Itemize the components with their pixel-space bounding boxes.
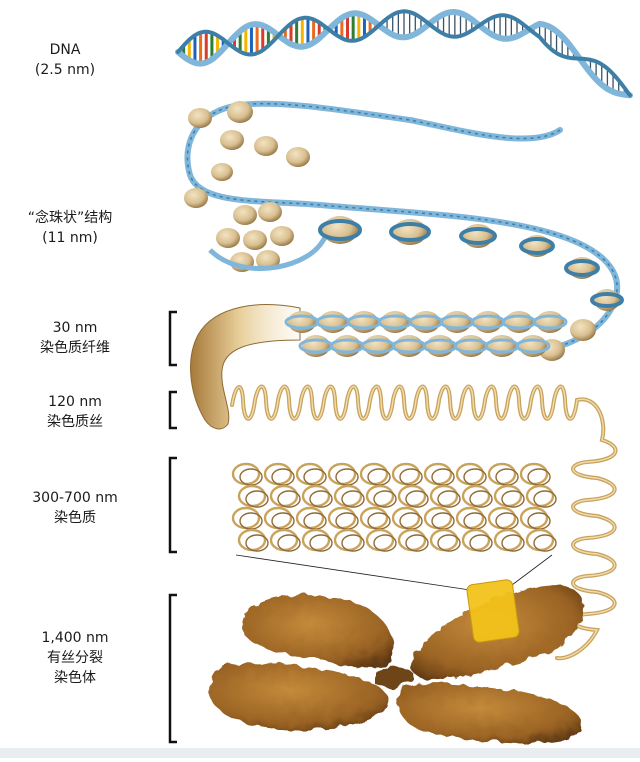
chromatin-coil bbox=[295, 462, 325, 486]
chromatin-coil bbox=[301, 528, 331, 552]
fiber-nucleosome bbox=[350, 311, 378, 333]
fiber-nucleosome bbox=[395, 335, 423, 357]
chromatin-coil bbox=[455, 462, 485, 486]
chromatin-coil bbox=[493, 484, 523, 508]
nucleosome bbox=[254, 136, 278, 156]
chromatin-coil bbox=[423, 462, 453, 486]
chromatin-coil bbox=[519, 506, 549, 530]
fiber-nucleosome bbox=[443, 311, 471, 333]
nucleosome bbox=[211, 163, 233, 181]
nucleosome bbox=[184, 188, 208, 208]
fiber-nucleosome bbox=[381, 311, 409, 333]
fiber-nucleosome bbox=[333, 335, 361, 357]
chromatin-coil bbox=[269, 484, 299, 508]
chromatin-coil bbox=[365, 528, 395, 552]
mitotic-chromosome bbox=[209, 585, 585, 744]
dna-double-helix bbox=[175, 9, 633, 99]
nucleosome bbox=[188, 108, 212, 128]
chromatin-coil bbox=[423, 506, 453, 530]
nucleosome bbox=[227, 101, 253, 123]
fiber-nucleosome bbox=[426, 335, 454, 357]
bracket-1400nm bbox=[168, 593, 177, 744]
chromatin-coil bbox=[295, 506, 325, 530]
zoom-line bbox=[235, 554, 471, 591]
bottom-strip bbox=[0, 748, 640, 758]
label-300-700nm-chromatin: 300-700 nm 染色质 bbox=[32, 490, 118, 526]
bracket-300-700nm bbox=[168, 456, 177, 554]
fiber-nucleosome bbox=[519, 335, 547, 357]
bracket-120nm bbox=[168, 390, 177, 430]
chromatin-coil bbox=[231, 506, 261, 530]
chromatin-coil bbox=[359, 462, 389, 486]
300-700nm-coiled-chromatin bbox=[231, 462, 557, 552]
fiber-nucleosome bbox=[319, 311, 347, 333]
highlight-band bbox=[466, 579, 520, 643]
chromatin-coil bbox=[429, 484, 459, 508]
label-30nm-fiber: 30 nm 染色质纤维 bbox=[40, 320, 110, 356]
label-dna: DNA (2.5 nm) bbox=[34, 42, 96, 78]
chromatid-lower-right bbox=[397, 684, 583, 744]
chromatin-coil bbox=[391, 506, 421, 530]
chromatin-coil bbox=[493, 528, 523, 552]
label-120nm-thread: 120 nm 染色质丝 bbox=[47, 394, 103, 430]
chromatin-coil bbox=[455, 506, 485, 530]
centromere bbox=[375, 667, 415, 689]
label-mitotic-chromosome: 1,400 nm 有丝分裂 染色体 bbox=[41, 630, 109, 686]
fiber-nucleosome bbox=[302, 335, 330, 357]
zoom-line bbox=[511, 554, 553, 586]
fiber-nucleosome bbox=[474, 311, 502, 333]
chromatin-coil bbox=[397, 484, 427, 508]
chromatin-coil bbox=[365, 484, 395, 508]
nucleosome bbox=[220, 130, 244, 150]
label-beads-on-string: “念珠状”结构 (11 nm) bbox=[27, 210, 113, 246]
fiber-nucleosome bbox=[457, 335, 485, 357]
chromatin-coil bbox=[525, 528, 555, 552]
fiber-nucleosome bbox=[288, 311, 316, 333]
120nm-chromatin-thread bbox=[230, 384, 618, 661]
chromatin-coil bbox=[327, 506, 357, 530]
30nm-chromatin-fiber bbox=[190, 304, 568, 430]
chromatin-coil bbox=[231, 462, 261, 486]
chromatin-coil bbox=[269, 528, 299, 552]
chromatin-coil bbox=[301, 484, 331, 508]
nucleosome bbox=[570, 319, 596, 341]
bracket-30nm bbox=[168, 310, 177, 367]
chromatin-coil bbox=[333, 484, 363, 508]
chromatin-coil bbox=[333, 528, 363, 552]
chromatin-coil bbox=[263, 462, 293, 486]
chromatin-coil bbox=[429, 528, 459, 552]
chromatin-coil bbox=[461, 528, 491, 552]
chromatin-coil bbox=[397, 528, 427, 552]
fiber-nucleosome bbox=[488, 335, 516, 357]
fiber-nucleosome bbox=[505, 311, 533, 333]
sugar-phosphate-backbone bbox=[176, 9, 632, 98]
chromatin-coil bbox=[487, 462, 517, 486]
chromatid-lower-left bbox=[209, 663, 389, 731]
nucleosome bbox=[286, 147, 310, 167]
fiber-nucleosome bbox=[364, 335, 392, 357]
chromatid-upper-left bbox=[242, 595, 395, 668]
nucleosome-beads-on-string bbox=[184, 100, 624, 361]
chromatin-coil bbox=[487, 506, 517, 530]
fiber-nucleosome bbox=[412, 311, 440, 333]
nucleosome-cluster bbox=[216, 202, 294, 272]
chromatin-coil bbox=[237, 528, 267, 552]
sugar-phosphate-backbone bbox=[175, 9, 633, 99]
chromatin-coil bbox=[461, 484, 491, 508]
chromatin-coil bbox=[391, 462, 421, 486]
chromatin-coil bbox=[519, 462, 549, 486]
fiber-hook bbox=[190, 304, 301, 430]
chromatin-coil bbox=[263, 506, 293, 530]
chromatin-coil bbox=[327, 462, 357, 486]
chromatin-coil bbox=[525, 484, 555, 508]
chromatin-coil bbox=[359, 506, 389, 530]
fiber-nucleosome bbox=[536, 311, 564, 333]
chromatin-coil bbox=[237, 484, 267, 508]
